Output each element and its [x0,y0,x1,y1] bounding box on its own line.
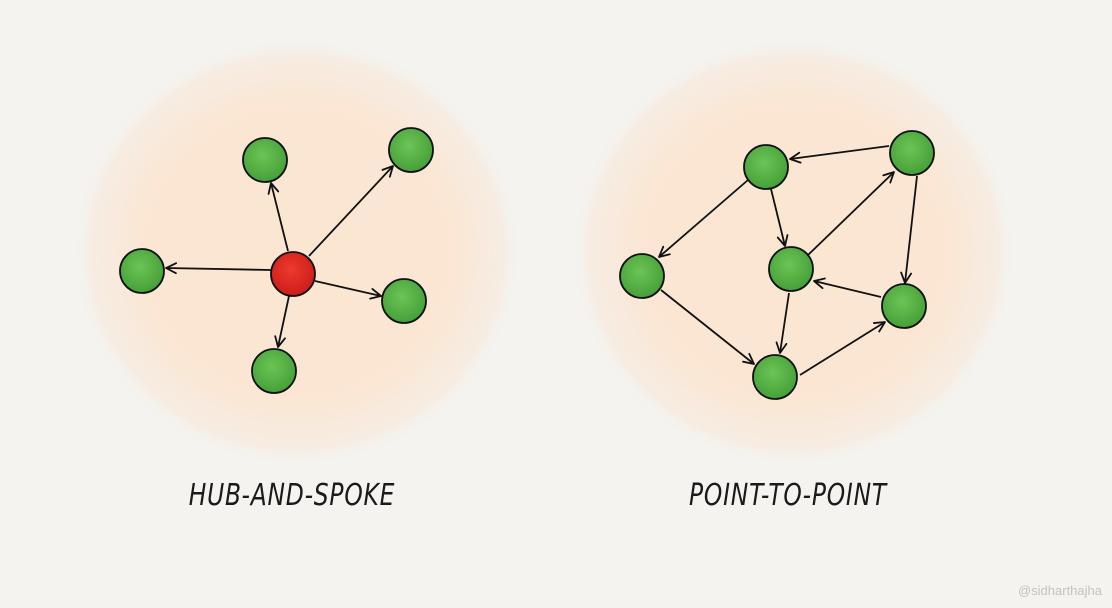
hub-and-spoke-diagram [73,38,521,466]
node [242,137,288,183]
node [388,127,434,173]
edge [807,171,895,256]
point-to-point-caption: POINT-TO-POINT [689,478,887,513]
edge [770,188,789,247]
node [119,248,165,294]
edge [813,277,882,298]
edge [314,280,382,300]
edge [799,321,886,376]
node [889,130,935,176]
edge [900,175,918,284]
node [881,283,927,329]
author-watermark: @sidharthajha [1017,583,1102,598]
edge [165,262,272,275]
hub-and-spoke-caption: HUB-AND-SPOKE [188,478,396,513]
edge [267,182,289,252]
edge [274,295,290,348]
node [251,348,297,394]
node [743,144,789,190]
hub-node [270,251,316,297]
edge [658,179,749,258]
node [619,253,665,299]
point-to-point-diagram [572,38,1016,466]
edge [308,165,394,257]
node [381,278,427,324]
edge [775,292,790,354]
edge [660,289,755,365]
node [752,354,798,400]
edge [789,145,890,164]
node [768,246,814,292]
